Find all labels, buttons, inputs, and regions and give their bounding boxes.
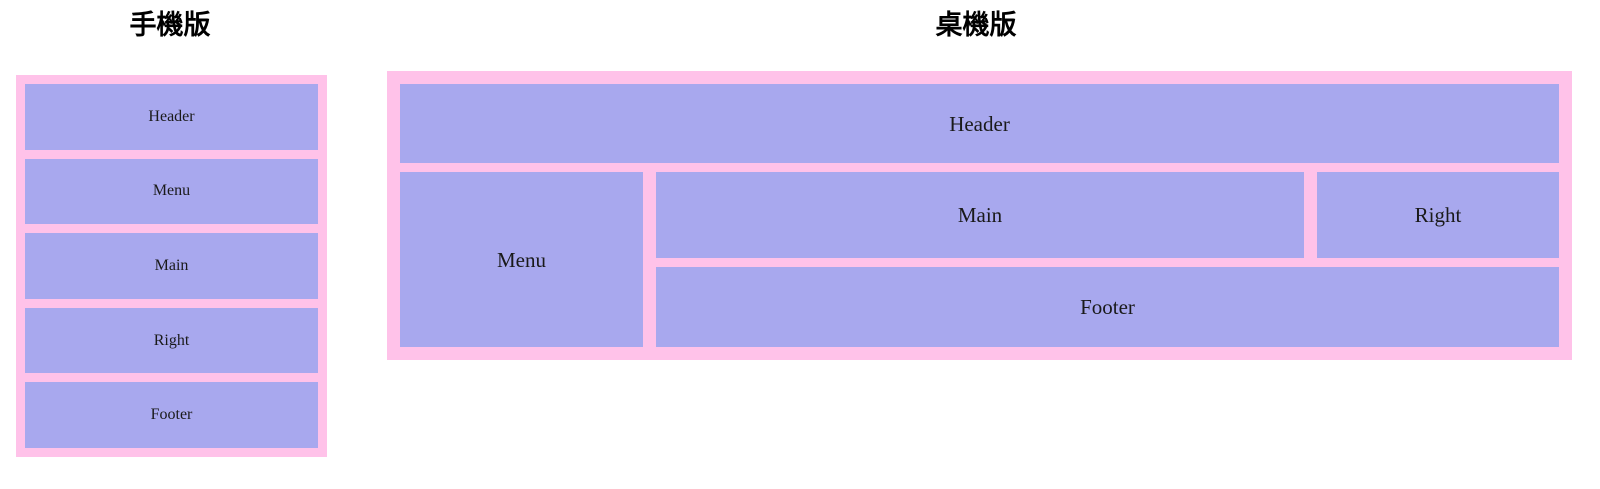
mobile-layout-wireframe: Header Menu Main Right Footer xyxy=(16,75,327,457)
desktop-section-heading: 桌機版 xyxy=(935,10,1017,40)
desktop-layout-wireframe: Header Menu Main Right Footer xyxy=(387,71,1572,360)
mobile-panel-right: Right xyxy=(25,307,318,374)
desktop-middle-row: Main Right xyxy=(656,172,1559,258)
mobile-panel-header: Header xyxy=(25,84,318,150)
mobile-panel-footer: Footer xyxy=(25,382,318,448)
desktop-panel-main: Main xyxy=(656,172,1304,258)
mobile-section-heading: 手機版 xyxy=(129,10,211,40)
desktop-panel-footer: Footer xyxy=(656,267,1559,347)
desktop-content-stack: Main Right Footer xyxy=(656,172,1559,347)
mobile-panel-menu: Menu xyxy=(25,158,318,225)
desktop-body-row: Menu Main Right Footer xyxy=(400,172,1559,347)
mobile-panel-main: Main xyxy=(25,233,318,299)
desktop-panel-header: Header xyxy=(400,84,1559,163)
desktop-panel-menu: Menu xyxy=(400,172,643,347)
desktop-panel-right: Right xyxy=(1317,172,1559,258)
